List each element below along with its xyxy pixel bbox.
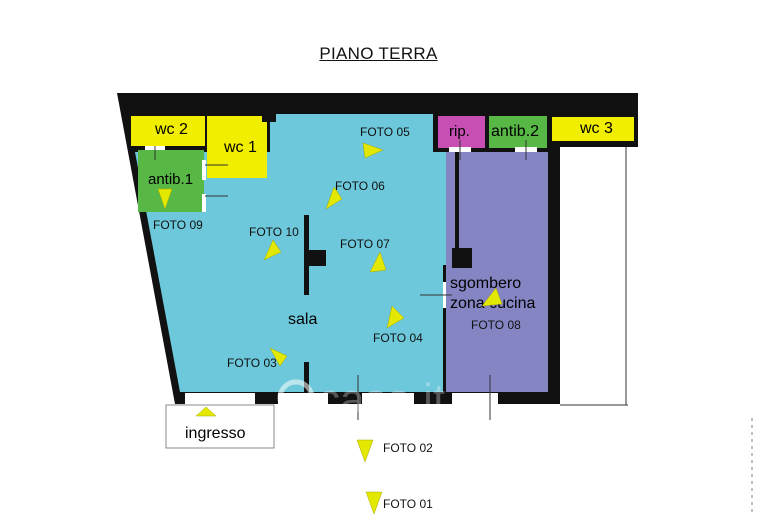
photo-label-05: FOTO 05	[360, 125, 410, 139]
photo-marker-ingresso	[195, 406, 217, 417]
sala-wall-stub	[308, 250, 326, 266]
partition-wall-lower	[443, 265, 446, 392]
photo-marker-09	[157, 188, 173, 210]
room-rip	[438, 116, 485, 148]
photo-label-01: FOTO 01	[383, 497, 433, 511]
window-opening	[452, 393, 498, 405]
watermark-text: casa.it	[318, 375, 445, 424]
photo-marker-04	[386, 305, 405, 329]
ingresso-box	[165, 404, 275, 449]
room-wc1	[207, 116, 267, 178]
photo-marker-05	[362, 142, 384, 159]
column-block	[452, 248, 472, 268]
label-sala: sala	[288, 311, 317, 328]
photo-label-06: FOTO 06	[335, 179, 385, 193]
room-sala	[135, 114, 458, 392]
label-wc2: wc 2	[154, 121, 188, 138]
photo-label-02: FOTO 02	[383, 441, 433, 455]
room-wc2	[131, 116, 205, 146]
label-wc1: wc 1	[223, 139, 257, 156]
plan-title: PIANO TERRA	[319, 44, 438, 63]
window-opening	[362, 393, 414, 405]
watermark: casa.it	[277, 375, 445, 424]
photo-marker-06	[325, 186, 343, 210]
window-opening	[185, 393, 255, 405]
photo-marker-01	[365, 491, 383, 515]
label-rip: rip.	[449, 123, 470, 140]
room-antib2	[489, 116, 547, 148]
courtyard-area	[560, 147, 628, 405]
photo-label-03: FOTO 03	[227, 356, 277, 370]
photo-marker-03	[269, 347, 288, 367]
label-ingresso: ingresso	[185, 425, 246, 442]
photo-label-09: FOTO 09	[153, 218, 203, 232]
watermark-logo-icon	[277, 379, 315, 417]
room-sgombero	[446, 152, 548, 392]
photo-label-04: FOTO 04	[373, 331, 423, 345]
sala-wall-lower	[304, 362, 309, 394]
label-antib1: antib.1	[148, 171, 193, 188]
partition-wall	[455, 152, 459, 252]
label-wc3: wc 3	[579, 120, 613, 137]
door-opening	[202, 160, 206, 180]
sala-wall-upper	[304, 215, 309, 295]
photo-label-08: FOTO 08	[471, 318, 521, 332]
photo-marker-02	[356, 439, 374, 463]
room-antib1	[138, 150, 204, 212]
label-antib2: antib.2	[491, 123, 539, 140]
window-opening	[278, 393, 328, 405]
wall-nub	[262, 110, 276, 122]
room-wc3	[552, 117, 634, 141]
door-opening	[202, 194, 206, 212]
photo-marker-08	[481, 287, 503, 307]
photo-marker-07	[369, 251, 387, 273]
photo-label-10: FOTO 10	[249, 225, 299, 239]
label-sgombero: sgombero	[450, 275, 521, 292]
photo-marker-10	[263, 239, 282, 261]
photo-label-07: FOTO 07	[340, 237, 390, 251]
